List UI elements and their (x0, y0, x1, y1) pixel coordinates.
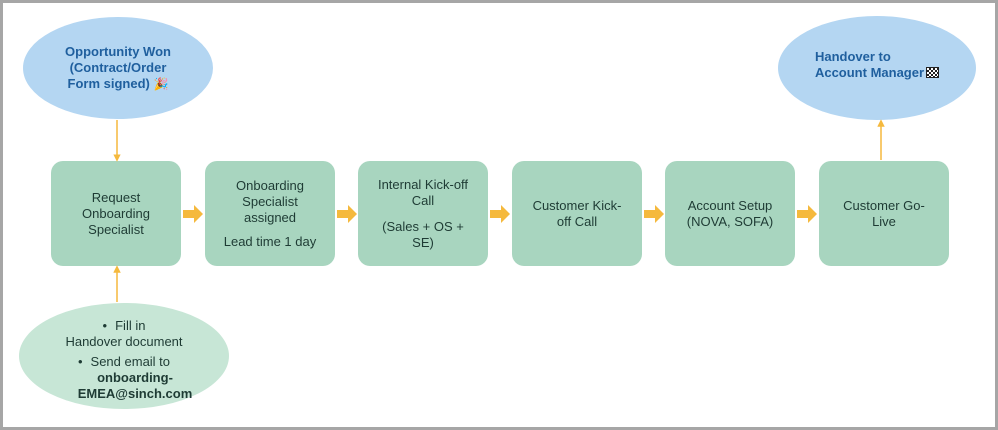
handover-am-line2: Account Manager (814, 65, 925, 80)
step-request-onboarding-specialist: Request Onboarding Specialist (51, 161, 181, 266)
opportunity-won-line1: Opportunity Won (65, 44, 171, 59)
step-customer-kickoff-call: Customer Kick- off Call (512, 161, 642, 266)
checkered-flag-icon (926, 67, 940, 78)
step-3-line1: Internal Kick-off (377, 176, 469, 192)
bullet-1: • (102, 318, 108, 333)
step-2-line1: Onboarding (236, 177, 304, 193)
step-1-line3: Specialist (88, 221, 144, 237)
handover-document-ellipse: • Fill in Handover document • Send email… (19, 303, 229, 409)
step-internal-kickoff-call: Internal Kick-off Call (Sales + OS + SE) (358, 161, 488, 266)
step-account-setup: Account Setup (NOVA, SOFA) (665, 161, 795, 266)
step-onboarding-specialist-assigned: Onboarding Specialist assigned Lead time… (205, 161, 335, 266)
step-3-line2: Call (411, 192, 435, 208)
step-1-line1: Request (91, 189, 141, 205)
opportunity-won-line3: Form signed) (67, 76, 150, 91)
step-6-line1: Customer Go- (843, 197, 925, 213)
fill-in-text: Fill in (115, 318, 146, 333)
opportunity-won-line2: (Contract/Order (69, 60, 167, 75)
send-email-text: Send email to (90, 354, 171, 369)
step-2-line2: Specialist (242, 193, 298, 209)
step-5-line2: (NOVA, SOFA) (686, 213, 774, 229)
step-5-line1: Account Setup (687, 197, 773, 213)
step-4-line2: off Call (556, 213, 598, 229)
bullet-2: • (77, 354, 83, 369)
step-3-sub: (Sales + OS + SE) (382, 218, 464, 250)
step-customer-go-live: Customer Go- Live (819, 161, 949, 266)
step-4-line1: Customer Kick- (532, 197, 622, 213)
handover-am-line1: Handover to (814, 49, 891, 64)
arrow-step5-to-step6 (797, 205, 817, 223)
step-2-line3: assigned (243, 209, 297, 225)
step-1-line2: Onboarding (82, 205, 150, 221)
step-2-sub: Lead time 1 day (223, 233, 317, 249)
email-address-part2: EMEA@sinch.com (77, 386, 193, 401)
handover-document-text: Handover document (65, 334, 183, 349)
opportunity-won-ellipse: Opportunity Won (Contract/Order Form sig… (23, 17, 213, 119)
arrow-step2-to-step3 (337, 205, 357, 223)
email-address-part1: onboarding- (97, 370, 173, 385)
step-6-line2: Live (872, 213, 896, 229)
arrow-step3-to-step4 (490, 205, 510, 223)
party-popper-icon: 🎉 (153, 77, 169, 91)
arrow-step1-to-step2 (183, 205, 203, 223)
handover-account-manager-ellipse: Handover to Account Manager (778, 16, 976, 120)
arrow-step4-to-step5 (644, 205, 664, 223)
